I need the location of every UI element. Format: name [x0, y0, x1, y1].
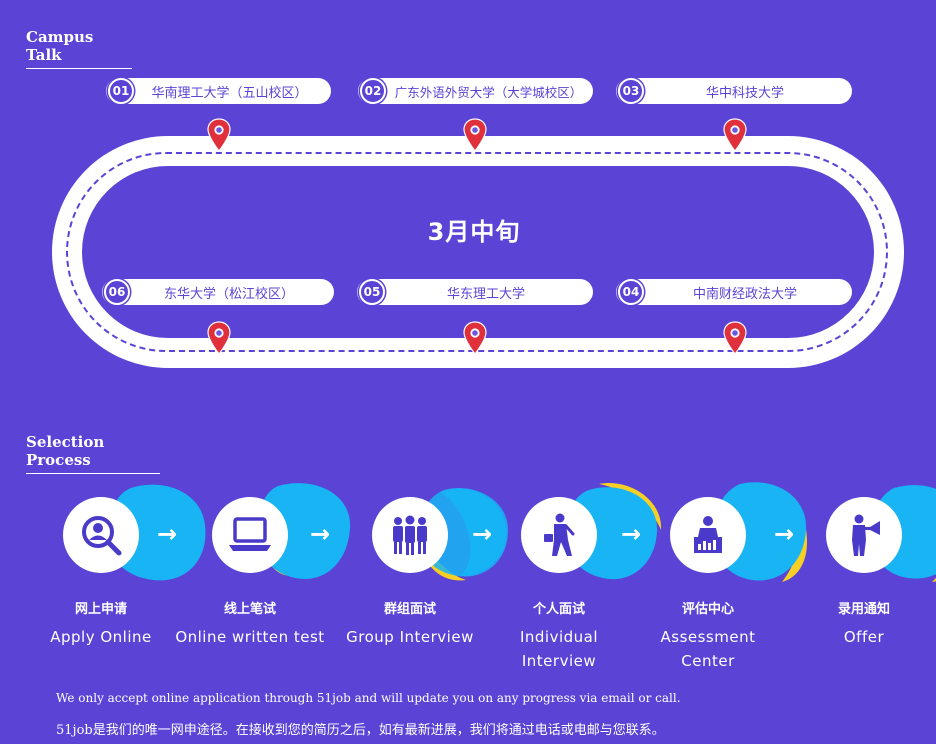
- track-inner-field: [82, 166, 874, 338]
- venue-name: 华中科技大学: [705, 85, 784, 101]
- step-en-label: Online written test: [175, 628, 325, 646]
- arrow-icon: →: [472, 520, 493, 548]
- location-pin-icon: [723, 118, 747, 152]
- step-en-label: Group Interview: [346, 628, 474, 646]
- venue-name: 华东理工大学: [446, 286, 525, 302]
- step-badge: [355, 480, 508, 590]
- campus-talk-title: Campus Talk: [26, 28, 132, 69]
- step-cn-label: 评估中心: [681, 602, 734, 617]
- step-badge: [653, 480, 808, 590]
- venue-pill-06[interactable]: 06 东华大学（松江校区）: [102, 279, 334, 305]
- group-icon: [372, 497, 448, 573]
- step-cn-label: 网上申请: [74, 602, 127, 617]
- step-en-label: Individual Interview: [519, 628, 599, 670]
- laptop-icon: [212, 497, 288, 573]
- step-badge: [809, 480, 936, 590]
- step-en-label: Offer: [843, 628, 885, 646]
- location-pin-icon: [207, 321, 231, 355]
- location-pin-icon: [463, 321, 487, 355]
- venue-number: 01: [108, 78, 134, 104]
- businessman-icon: [521, 497, 597, 573]
- venue-number: 06: [104, 279, 130, 305]
- location-pin-icon: [463, 118, 487, 152]
- assessment-desk-icon: [670, 497, 746, 573]
- venue-name: 华南理工大学（五山校区）: [151, 85, 308, 101]
- venue-number: 02: [360, 78, 386, 104]
- step-cn-label: 个人面试: [532, 602, 585, 617]
- step-en-label: Apply Online: [50, 628, 152, 646]
- selection-process-title: Selection Process: [26, 433, 160, 474]
- process-step-individual-interview: 个人面试 Individual Interview: [479, 480, 662, 673]
- step-cn-label: 录用通知: [837, 602, 890, 617]
- arrow-icon: →: [621, 520, 642, 548]
- arrow-icon: →: [157, 520, 178, 548]
- venue-pill-02[interactable]: 02 广东外语外贸大学（大学城校区）: [358, 78, 593, 104]
- process-step-group-interview: 群组面试 Group Interview: [330, 480, 508, 649]
- venue-number: 05: [359, 279, 385, 305]
- venue-number: 03: [618, 78, 644, 104]
- megaphone-person-icon: [826, 497, 902, 573]
- venue-name: 广东外语外贸大学（大学城校区）: [394, 84, 583, 100]
- venue-number: 04: [618, 279, 644, 305]
- location-pin-icon: [207, 118, 231, 152]
- venue-name: 东华大学（松江校区）: [163, 286, 294, 302]
- step-cn-label: 群组面试: [383, 602, 436, 617]
- step-badge: [195, 480, 351, 590]
- venue-pill-05[interactable]: 05 华东理工大学: [357, 279, 593, 305]
- location-pin-icon: [723, 321, 747, 355]
- step-en-label: Assessment Center: [660, 628, 756, 670]
- process-step-assessment-center: 评估中心 Assessment Center: [628, 480, 808, 673]
- step-badge: [46, 480, 206, 590]
- venue-pill-03[interactable]: 03 华中科技大学: [616, 78, 852, 104]
- step-cn-label: 线上笔试: [223, 602, 276, 617]
- arrow-icon: →: [774, 520, 795, 548]
- footer-note-en: We only accept online application throug…: [56, 691, 681, 705]
- venue-pill-01[interactable]: 01 华南理工大学（五山校区）: [106, 78, 331, 104]
- footer-note-cn: 51job是我们的唯一网申途径。在接收到您的简历之后，如有最新进展，我们将通过电…: [56, 723, 665, 738]
- arrow-icon: →: [310, 520, 331, 548]
- process-step-apply-online: 网上申请 Apply Online: [21, 480, 206, 649]
- search-person-icon: [63, 497, 139, 573]
- step-badge: [504, 480, 662, 590]
- venue-name: 中南财经政法大学: [692, 286, 797, 302]
- process-step-online-test: 线上笔试 Online written test: [170, 480, 351, 649]
- process-step-offer: 录用通知 Offer: [784, 480, 936, 649]
- campus-talk-date: 3月中旬: [427, 218, 521, 246]
- venue-pill-04[interactable]: 04 中南财经政法大学: [616, 279, 852, 305]
